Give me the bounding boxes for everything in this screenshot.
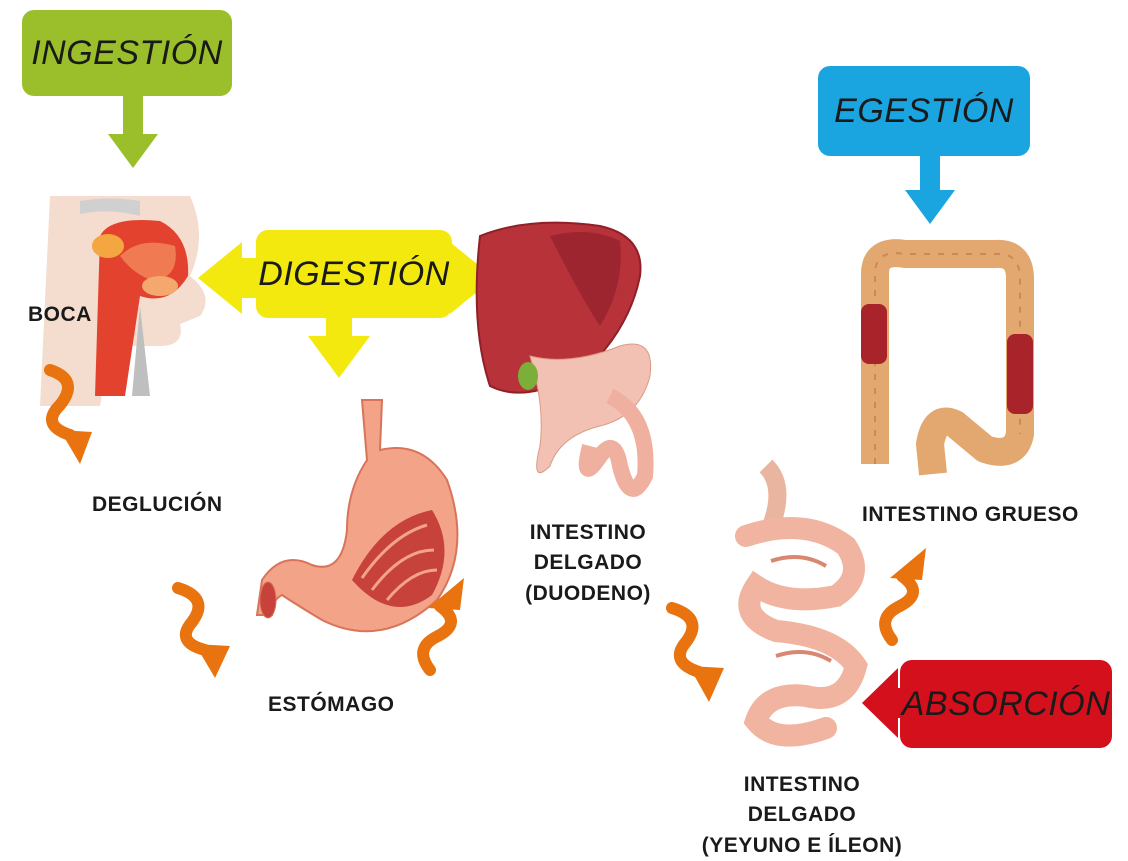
- ingestion-label: INGESTIÓN: [31, 34, 223, 73]
- label-deglucion: DEGLUCIÓN: [92, 490, 223, 520]
- label-yeyuno-line1: INTESTINO DELGADO: [692, 770, 912, 831]
- large-intestine-illustration: [855, 234, 1035, 484]
- flow-arrow-4: [664, 600, 734, 710]
- flow-arrow-1: [40, 360, 100, 470]
- small-intestine-illustration: [726, 466, 876, 746]
- label-yeyuno-line2: (YEYUNO E ÍLEON): [692, 831, 912, 861]
- label-duodeno: INTESTINO DELGADO (DUODENO): [478, 518, 698, 609]
- ingestion-arrow: [108, 96, 158, 176]
- ingestion-box: INGESTIÓN: [22, 10, 232, 96]
- label-duodeno-line1: INTESTINO DELGADO: [478, 518, 698, 579]
- label-intestino-grueso: INTESTINO GRUESO: [862, 500, 1079, 530]
- egestion-arrow: [905, 156, 955, 236]
- flow-arrow-5: [880, 548, 940, 648]
- absorcion-box: ABSORCIÓN: [900, 660, 1112, 748]
- label-estomago: ESTÓMAGO: [268, 690, 395, 720]
- digestion-label: DIGESTIÓN: [258, 255, 450, 294]
- flow-arrow-3: [418, 578, 478, 678]
- flow-arrow-2: [170, 580, 240, 680]
- absorcion-label: ABSORCIÓN: [902, 685, 1111, 724]
- egestion-box: EGESTIÓN: [818, 66, 1030, 156]
- label-duodeno-line2: (DUODENO): [478, 579, 698, 609]
- egestion-label: EGESTIÓN: [834, 92, 1014, 131]
- liver-pancreas-illustration: [470, 216, 680, 506]
- label-boca: BOCA: [28, 300, 92, 330]
- digestion-box: DIGESTIÓN: [256, 230, 452, 318]
- label-yeyuno: INTESTINO DELGADO (YEYUNO E ÍLEON): [692, 770, 912, 861]
